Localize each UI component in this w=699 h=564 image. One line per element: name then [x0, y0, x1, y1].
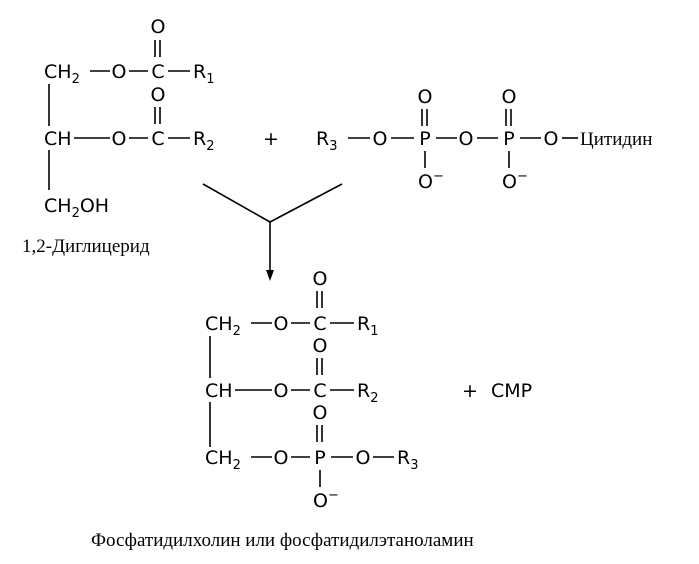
product-row1-ch: CH2	[205, 313, 241, 339]
diglyceride-row2-r: R2	[193, 128, 214, 154]
product-row2-ch: CH	[205, 380, 233, 402]
cdp-o-3: O	[544, 128, 559, 150]
cdp-p-2: P	[503, 128, 514, 150]
diglyceride-row2-c: C	[151, 128, 164, 150]
product-row3-p: P	[314, 447, 325, 469]
product-row2-carbonyl-o: O	[313, 335, 328, 357]
product-row1-r: R1	[357, 313, 378, 339]
cdp-o-1: O	[373, 128, 388, 150]
cdp-bottom-o-2: O−	[502, 169, 528, 193]
cdp-top-o-1: O	[418, 86, 433, 108]
product-row3-top-o: O	[313, 402, 328, 424]
plus-sign-products: +	[462, 380, 478, 402]
product-label: Фосфатидилхолин или фосфатидилэтаноламин	[91, 530, 474, 551]
product-structure: O CH2 O C R1 O CH O C R2 O CH2 O P O	[205, 268, 418, 512]
cdp-compound-structure: O O R3 O P O P O Цитидин O− O−	[316, 86, 652, 193]
cdp-cytidine: Цитидин	[580, 129, 652, 150]
diglyceride-label: 1,2-Диглицерид	[22, 236, 150, 257]
diglyceride-row1-c: C	[151, 61, 164, 83]
diglyceride-row1-r: R1	[193, 61, 214, 87]
product-row1-c: C	[313, 313, 326, 335]
diglyceride-row1-ester-o: O	[112, 61, 127, 83]
diglyceride-row2-ch: CH	[44, 128, 72, 150]
diglyceride-row3-ch2oh: CH2OH	[44, 195, 109, 221]
diglyceride-row2-carbonyl-o: O	[151, 84, 166, 106]
diglyceride-row2-ester-o: O	[112, 128, 127, 150]
cdp-r3: R3	[316, 128, 337, 154]
product-row1-carbonyl-o: O	[313, 268, 328, 290]
diglyceride-row1-ch: CH2	[44, 61, 80, 87]
product-row3-r3: R3	[397, 447, 418, 473]
cdp-p-1: P	[419, 128, 430, 150]
product-row2-ester-o: O	[274, 380, 289, 402]
product-row3-bottom-o: O−	[313, 488, 339, 512]
cmp-byproduct: CMP	[491, 380, 532, 402]
diglyceride-row1-carbonyl-o: O	[151, 16, 166, 38]
product-row3-ch: CH2	[205, 447, 241, 473]
product-row3-o2: O	[356, 447, 371, 469]
cdp-bottom-o-1: O−	[418, 169, 444, 193]
product-row1-ester-o: O	[274, 313, 289, 335]
product-row2-c: C	[313, 380, 326, 402]
plus-sign-reactants: +	[263, 128, 279, 150]
reaction-arrow	[202, 183, 343, 281]
cdp-top-o-2: O	[502, 86, 517, 108]
cdp-o-2: O	[459, 128, 474, 150]
product-row2-r: R2	[357, 380, 378, 406]
diglyceride-structure: O CH2 O C R1 O CH O C R2 CH2OH	[44, 16, 214, 221]
product-row3-o1: O	[274, 447, 289, 469]
